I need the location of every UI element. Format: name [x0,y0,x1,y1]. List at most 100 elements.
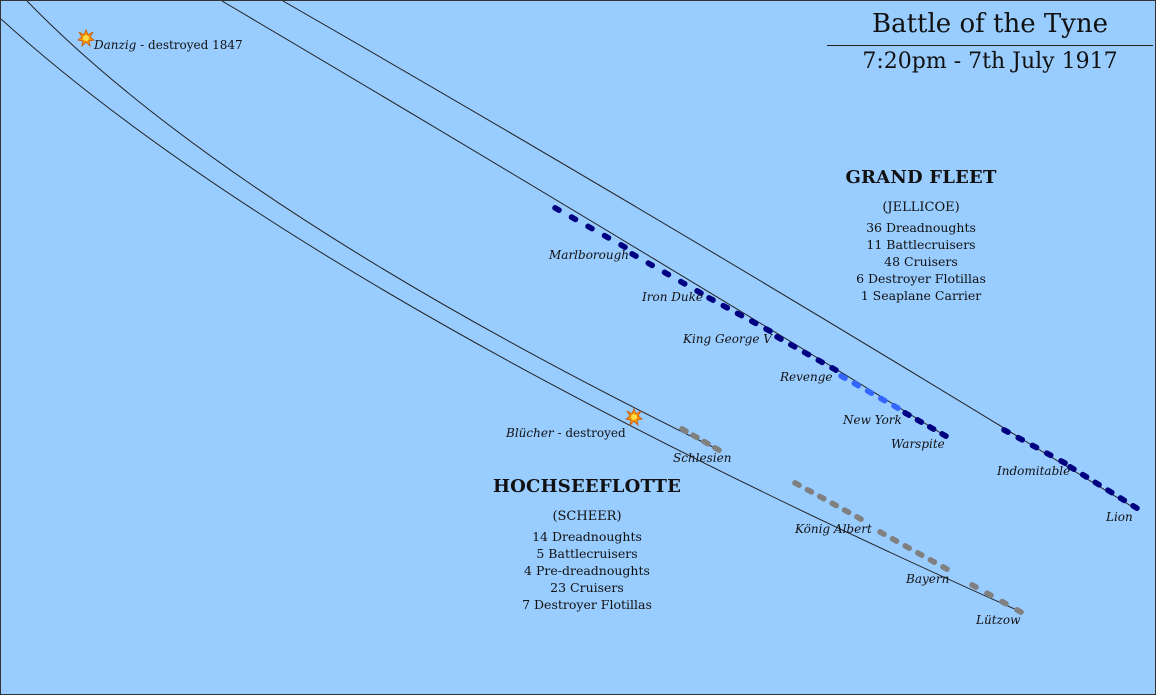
grand-fleet-composition-item: 48 Cruisers [884,254,958,269]
grand-fleet-ship [1079,471,1090,480]
grand-fleet-ship [877,395,888,404]
grand-fleet-ship [645,260,656,269]
grand-fleet-ship [1001,427,1011,435]
hochseeflotte-ship [889,536,900,544]
blucher-event-label: Blücher - destroyed [506,426,626,440]
grand-fleet-ship [864,388,875,396]
grand-fleet-ship [568,214,579,223]
hochseeflotte-ship [915,550,925,558]
blucher-name: Blücher [506,426,554,440]
grand-fleet-summary: GRAND FLEET (JELLICOE) 36 Dreadnoughts 1… [811,167,1031,304]
ship-label-marlborough: Marlborough [549,248,630,262]
grand-fleet-ship [552,205,562,213]
ship-label-lion: Lion [1106,510,1133,524]
ship-label-bayern: Bayern [906,572,950,586]
grand-fleet-ship [774,334,784,342]
danzig-note: - destroyed 1847 [136,38,243,52]
grand-fleet-ship [734,310,745,319]
grand-fleet-composition-item: 36 Dreadnoughts [866,220,976,235]
ship-label-schlesien: Schlesien [673,451,732,465]
grand-fleet-ship [629,251,639,259]
ship-label-warspite: Warspite [891,437,945,451]
hochseeflotte-ship [940,564,950,572]
hochseeflotte-summary: HOCHSEEFLOTTE (SCHEER) 14 Dreadnoughts 5… [477,476,697,613]
hochseeflotte-name: HOCHSEEFLOTTE [492,476,682,497]
hochseeflotte-ship [829,500,840,509]
map-title: Battle of the Tyne [871,9,1109,39]
title-divider [827,45,1153,46]
danzig-event-label: Danzig - destroyed 1847 [94,38,243,52]
grand-fleet-ship [1105,487,1115,496]
ship-label-iron-duke: Iron Duke [642,290,703,304]
ship-markers [552,205,1140,615]
ship-label-indomitable: Indomitable [997,464,1071,478]
grand-fleet-ship [1092,479,1102,488]
hochseeflotte-ship [804,486,815,495]
grand-fleet-ship [748,318,759,327]
hochseeflotte-main-track [1,18,1020,612]
grand-fleet-ship [720,302,731,311]
grand-fleet-ship [618,242,628,250]
hochseeflotte-ship [877,529,887,537]
ship-label-lutzow: Lützow [976,613,1021,627]
hochseeflotte-composition-item: 5 Battlecruisers [536,546,638,561]
hochseeflotte-ship [712,445,722,453]
grand-fleet-ship [1015,434,1026,443]
grand-fleet-composition-item: 1 Seaplane Carrier [860,288,982,303]
grand-fleet-ship [1130,502,1140,512]
grand-fleet-ship [763,326,773,334]
grand-fleet-ship [851,380,862,389]
blucher-note: - destroyed [553,426,626,440]
ship-label-king-george-v: King George V [683,332,772,346]
grand-fleet-ship [801,349,812,358]
hochseeflotte-ship [984,590,994,599]
hochseeflotte-ship [927,557,938,565]
grand-fleet-ship [601,232,612,241]
explosion-icon [77,28,95,48]
grand-fleet-ship [694,288,704,296]
ship-label-konig-albert: König Albert [795,522,872,536]
grand-fleet-ship [1058,458,1068,466]
grand-fleet-ship [661,269,672,278]
hochseeflotte-ship [690,432,700,441]
hochseeflotte-ship [969,582,979,590]
grand-fleet-ship [787,341,798,350]
ship-label-new-york: New York [843,413,902,427]
grand-fleet-commander: (JELLICOE) [882,200,960,215]
grand-fleet-ship [677,278,688,287]
hochseeflotte-composition-item: 4 Pre-dreadnoughts [524,563,650,578]
grand-fleet-ship [939,431,949,439]
hochseeflotte-ship [854,514,864,522]
hochseeflotte-ship [701,438,711,447]
grand-fleet-ship [926,424,937,432]
danzig-name: Danzig [94,38,137,52]
hochseeflotte-rear-track [26,1,718,450]
grand-fleet-ship [838,373,848,381]
hochseeflotte-ship [902,543,912,551]
grand-fleet-composition-item: 6 Destroyer Flotillas [856,271,986,286]
hochseeflotte-ship [679,426,689,434]
hochseeflotte-composition-item: 7 Destroyer Flotillas [522,597,652,612]
grand-fleet-name: GRAND FLEET [845,167,997,188]
hochseeflotte-commander: (SCHEER) [552,509,622,524]
hochseeflotte-ship [816,493,827,502]
hochseeflotte-ship [999,598,1009,607]
grand-fleet-ship [706,295,716,303]
hochseeflotte-ship [792,480,802,488]
grand-fleet-ship [1117,495,1128,504]
grand-fleet-ship [902,410,912,418]
grand-fleet-ship [891,403,901,411]
hochseeflotte-composition-item: 23 Cruisers [550,580,624,595]
hochseeflotte-composition-item: 14 Dreadnoughts [532,529,642,544]
hochseeflotte-ship [841,507,852,516]
grand-fleet-ship [815,357,826,366]
map-subtitle: 7:20pm - 7th July 1917 [862,49,1118,74]
grand-fleet-ship [829,365,839,373]
grand-fleet-ship [1029,442,1040,451]
grand-fleet-ship [1067,463,1077,473]
grand-fleet-composition-item: 11 Battlecruisers [866,237,976,252]
grand-fleet-ship [1043,450,1054,459]
ship-label-revenge: Revenge [780,370,833,384]
